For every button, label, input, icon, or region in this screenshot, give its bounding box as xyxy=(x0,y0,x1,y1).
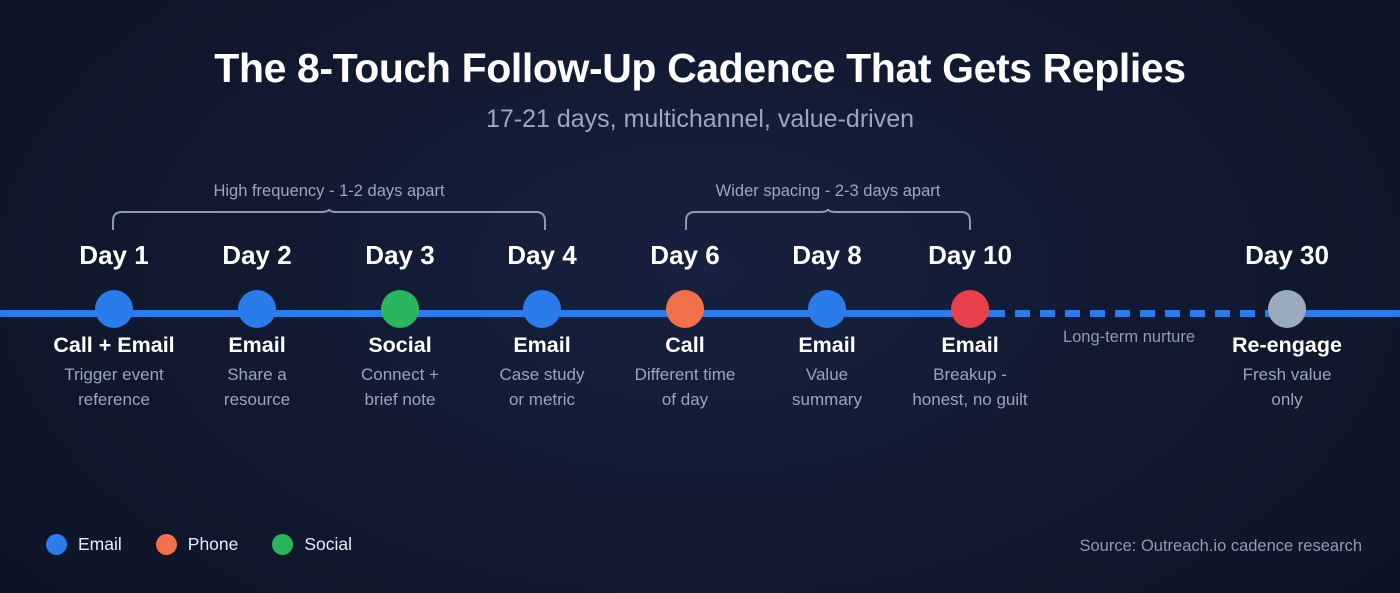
source-note: Source: Outreach.io cadence research xyxy=(1079,537,1363,555)
node-note: Connect + brief note xyxy=(300,362,500,412)
node-note-line1: Share a xyxy=(227,365,287,384)
node-channel-label: Social xyxy=(368,333,432,357)
bracket-label: Wider spacing - 2-3 days apart xyxy=(715,182,941,200)
node-dot-phone-icon[interactable] xyxy=(666,290,704,328)
node-note: Fresh value only xyxy=(1187,362,1387,412)
node-dot-wrap xyxy=(442,274,642,328)
node-note-line2: or metric xyxy=(508,390,576,409)
node-dot-wrap xyxy=(1187,274,1387,328)
node-note: Different time of day xyxy=(585,362,785,412)
node-note-line1: Trigger event xyxy=(64,365,164,384)
node-note-line2: summary xyxy=(792,390,862,409)
legend-swatch-email-icon xyxy=(46,534,67,555)
node-day-label: Day 6 xyxy=(650,240,720,270)
node-channel-label: Call + Email xyxy=(53,333,175,357)
node-dot-wrap xyxy=(870,274,1070,328)
legend-swatch-social-icon xyxy=(272,534,294,555)
node-note-line2: brief note xyxy=(364,390,436,409)
node-dot-wrap xyxy=(585,274,785,328)
node-day-label: Day 8 xyxy=(792,240,862,270)
node-dot-social-icon[interactable] xyxy=(381,290,419,328)
node-dot-wrap xyxy=(157,274,357,328)
legend-item-email[interactable]: Email xyxy=(46,534,122,555)
node-day-label: Day 1 xyxy=(79,240,149,270)
page-subtitle: 17-21 days, multichannel, value-driven xyxy=(485,105,914,133)
legend-label: Email xyxy=(78,534,122,554)
node-note-line1: Fresh value xyxy=(1242,365,1332,384)
node-day-label: Day 10 xyxy=(928,240,1012,270)
node-note-line1: Connect + xyxy=(361,365,439,384)
node-day-label: Day 3 xyxy=(365,240,435,270)
bracket-brace-icon xyxy=(685,208,971,230)
node-day-label: Day 2 xyxy=(222,240,292,270)
long-term-nurture-label: Long-term nurture xyxy=(1062,328,1196,346)
legend-label: Social xyxy=(304,534,353,554)
node-channel-label: Email xyxy=(513,333,571,357)
page-title: The 8-Touch Follow-Up Cadence That Gets … xyxy=(214,45,1186,91)
node-note-line2: only xyxy=(1271,390,1303,409)
node-note-line2: reference xyxy=(78,390,150,409)
node-note-line2: resource xyxy=(223,390,291,409)
node-dot-wrap xyxy=(14,274,214,328)
node-dot-email-icon[interactable] xyxy=(238,290,276,328)
node-dot-email-icon[interactable] xyxy=(95,290,133,328)
timeline-dashed-segment xyxy=(990,310,1268,317)
legend-swatch-phone-icon xyxy=(155,534,177,555)
node-note: Case study or metric xyxy=(442,362,642,412)
node-note: Trigger event reference xyxy=(14,362,214,412)
node-note-line1: Case study xyxy=(499,365,585,384)
node-note-line1: Different time xyxy=(634,365,736,384)
legend: Email Phone Social xyxy=(46,534,352,555)
node-note: Breakup - honest, no guilt xyxy=(870,362,1070,412)
node-note: Value summary xyxy=(727,362,927,412)
node-channel-label: Call xyxy=(665,333,705,357)
node-note-line1: Value xyxy=(805,365,849,384)
node-dot-wrap xyxy=(300,274,500,328)
node-note: Share a resource xyxy=(157,362,357,412)
node-dot-email-icon[interactable] xyxy=(523,290,561,328)
node-note-line2: honest, no guilt xyxy=(912,390,1028,409)
node-note-line2: of day xyxy=(661,390,709,409)
node-day-label: Day 4 xyxy=(507,240,577,270)
node-dot-email-icon[interactable] xyxy=(808,290,846,328)
bracket-label: High frequency - 1-2 days apart xyxy=(213,182,445,200)
legend-item-phone[interactable]: Phone xyxy=(155,534,239,555)
node-channel-label: Email xyxy=(941,333,999,357)
legend-label: Phone xyxy=(187,534,239,554)
node-note-line1: Breakup - xyxy=(933,365,1007,384)
node-channel-label: Re-engage xyxy=(1232,333,1342,357)
node-channel-label: Email xyxy=(798,333,856,357)
node-dot-nurture-icon[interactable] xyxy=(1268,290,1306,328)
node-day-label: Day 30 xyxy=(1245,240,1329,270)
bracket-brace-icon xyxy=(112,208,546,230)
node-dot-wrap xyxy=(727,274,927,328)
legend-item-social[interactable]: Social xyxy=(272,534,352,555)
node-channel-label: Email xyxy=(228,333,286,357)
node-dot-email-icon[interactable] xyxy=(951,290,989,328)
